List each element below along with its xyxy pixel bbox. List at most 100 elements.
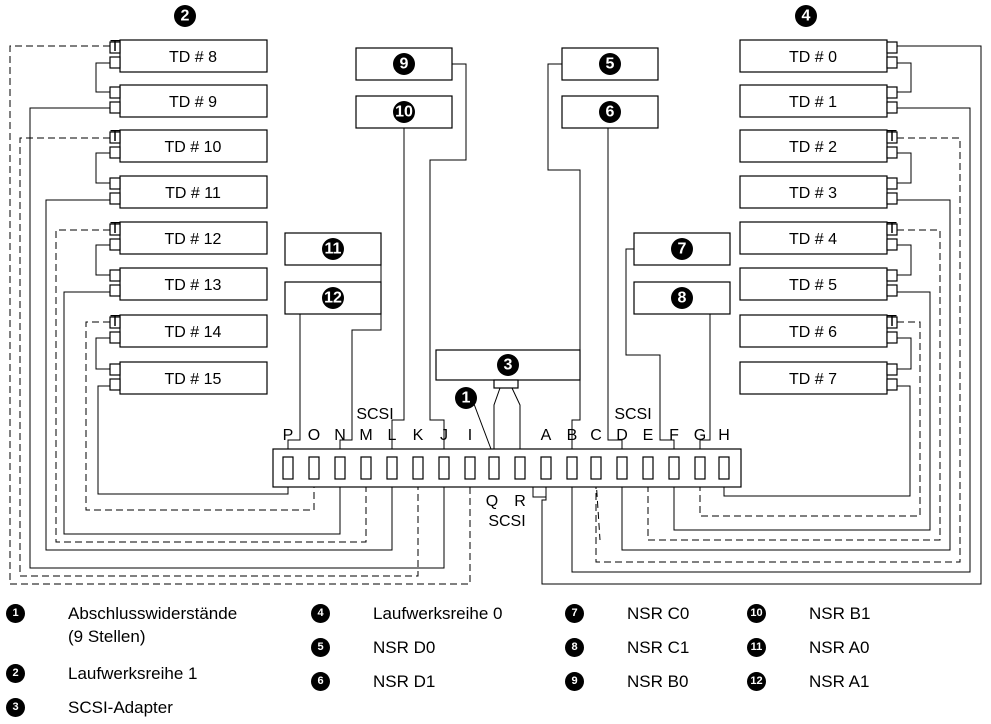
connector-stub <box>886 331 898 344</box>
connector-stub <box>109 56 121 69</box>
connector-stub <box>109 316 121 329</box>
port-label: C <box>590 427 602 444</box>
drive-box <box>739 39 888 73</box>
connector-stub <box>109 378 121 391</box>
drive-label: TD # 14 <box>165 324 222 341</box>
nsr-callout <box>393 101 415 123</box>
connector-stub <box>109 177 121 190</box>
nsr-callout-number: 11 <box>325 241 342 258</box>
nsr-callout-number: 9 <box>400 56 409 73</box>
callout-7-icon: 7 <box>565 604 584 623</box>
connector-stub <box>886 223 898 236</box>
connector-stub <box>886 192 898 205</box>
port-socket <box>386 456 398 480</box>
connector-stub <box>109 192 121 205</box>
port-label: G <box>694 427 706 444</box>
drive-cable <box>541 45 982 585</box>
connector-stub <box>109 41 121 54</box>
connector-stub <box>886 284 898 297</box>
drive-box <box>739 129 888 163</box>
connector-stub <box>109 131 121 144</box>
connector-stub <box>109 101 121 114</box>
drive-box <box>739 267 888 301</box>
drive-label: TD # 0 <box>789 49 837 66</box>
nsr-cable <box>429 63 467 457</box>
drive-label: TD # 8 <box>169 49 217 66</box>
drive-cable <box>621 199 951 551</box>
callout-5-icon: 5 <box>311 638 330 657</box>
callout-1-icon: 1 <box>6 604 25 623</box>
connector-stub <box>109 146 121 159</box>
port-label: J <box>440 427 448 444</box>
drive-box <box>119 129 268 163</box>
drive-label: TD # 15 <box>165 371 222 388</box>
drive-label: TD # 12 <box>165 231 222 248</box>
terminator-mark: T <box>110 313 120 330</box>
nsr-callout-number: 10 <box>395 104 413 121</box>
callout-6-icon: 6 <box>311 672 330 691</box>
drive-box <box>119 361 268 395</box>
connector-strip <box>272 448 742 488</box>
port-socket <box>464 456 476 480</box>
port-socket <box>540 456 552 480</box>
terminator-mark: T <box>110 38 120 55</box>
terminator-mark: T <box>887 128 897 145</box>
connector-stub <box>886 41 898 54</box>
drive-cable <box>673 291 931 531</box>
port-socket <box>668 456 680 480</box>
port-socket <box>360 456 372 480</box>
drive-cable <box>595 137 961 563</box>
port-label: L <box>388 427 397 444</box>
chain-cable <box>95 152 110 184</box>
legend-text: Abschlusswiderstände(9 Stellen) <box>68 604 238 646</box>
adapter-cable <box>511 387 521 457</box>
drive-cable <box>571 107 971 573</box>
nsr-cable <box>391 128 405 457</box>
port-label: E <box>643 427 654 444</box>
connector-stub <box>109 86 121 99</box>
chain-cable <box>897 152 912 184</box>
connector-stub <box>886 363 898 376</box>
port-socket <box>412 456 424 480</box>
drive-cable <box>647 229 941 541</box>
callout-2-icon: 2 <box>6 664 25 683</box>
drive-label: TD # 2 <box>789 139 837 156</box>
port-label: Q <box>486 493 498 510</box>
chain-cable <box>95 337 110 370</box>
legend-text: NSR A0 <box>809 638 870 657</box>
port-label: D <box>616 427 628 444</box>
port-socket <box>308 456 320 480</box>
port-socket <box>514 456 526 480</box>
drive-cable <box>29 107 445 569</box>
drive-box <box>739 314 888 348</box>
port-label: R <box>514 493 526 510</box>
nsr-callout <box>671 238 693 260</box>
terminator-mark: T <box>110 220 120 237</box>
callout-3-icon: 3 <box>6 698 25 717</box>
row0-callout-number: 4 <box>802 8 811 25</box>
terminator-mark: T <box>887 220 897 237</box>
row1-callout <box>174 5 196 27</box>
drive-box <box>739 175 888 209</box>
connector-stub <box>886 146 898 159</box>
connector-stub <box>109 331 121 344</box>
drive-cable <box>45 199 393 551</box>
scsi-label: SCSI <box>488 513 525 530</box>
connector-stub <box>886 316 898 329</box>
connector-stub <box>886 269 898 282</box>
terminator-callout <box>455 387 477 409</box>
drive-box <box>739 361 888 395</box>
connector-stub <box>109 284 121 297</box>
adapter-cable <box>493 387 501 457</box>
nsr-cable <box>339 249 382 457</box>
scsi-label: SCSI <box>356 406 393 423</box>
port-socket <box>642 456 654 480</box>
chain-cable <box>897 244 912 276</box>
row0-callout <box>795 5 817 27</box>
nsr-callout <box>322 238 344 260</box>
callout-11-icon: 11 <box>747 638 766 657</box>
chain-cable <box>95 244 110 276</box>
port-socket <box>488 456 500 480</box>
connector-stub <box>886 56 898 69</box>
